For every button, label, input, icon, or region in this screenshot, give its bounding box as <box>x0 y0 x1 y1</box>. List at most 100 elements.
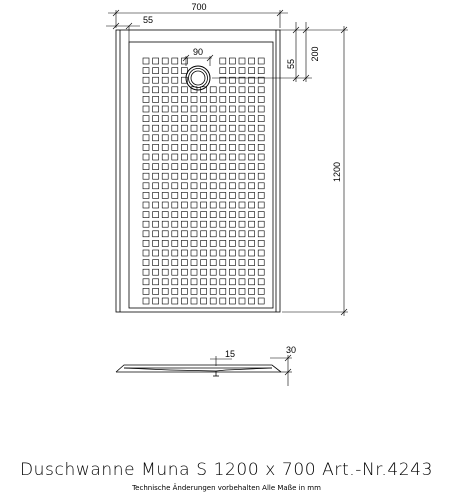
grid-square <box>190 211 198 218</box>
grid-square <box>238 182 246 190</box>
anti-slip-square-grid <box>142 57 265 305</box>
grid-square <box>200 144 207 151</box>
grid-square <box>152 268 159 276</box>
grid-square <box>161 163 169 170</box>
grid-square <box>171 259 179 266</box>
dimension-length-1200 <box>282 26 348 316</box>
grid-square <box>257 230 265 238</box>
grid-square <box>238 230 246 238</box>
dimension-label-90: 90 <box>193 47 203 57</box>
grid-square <box>190 249 198 257</box>
grid-square <box>142 288 150 295</box>
grid-square <box>161 182 169 190</box>
grid-square <box>229 259 236 266</box>
grid-square <box>161 96 169 103</box>
grid-square <box>248 278 255 286</box>
grid-square <box>219 57 227 65</box>
grid-square <box>229 211 236 218</box>
grid-square <box>190 172 198 180</box>
grid-square <box>229 288 236 295</box>
grid-square <box>248 163 255 170</box>
grid-square <box>229 192 236 199</box>
grid-square <box>190 201 198 209</box>
tray-outer-outline <box>115 29 281 313</box>
grid-square <box>257 172 265 180</box>
grid-square <box>238 153 246 161</box>
grid-square <box>257 144 265 151</box>
grid-square <box>248 297 255 305</box>
grid-square <box>152 163 159 170</box>
grid-square <box>219 144 227 151</box>
grid-square <box>142 259 150 266</box>
grid-square <box>181 278 188 286</box>
grid-square <box>161 57 169 65</box>
grid-square <box>181 96 188 103</box>
grid-square <box>171 288 179 295</box>
grid-square <box>248 192 255 199</box>
grid-square <box>142 153 150 161</box>
grid-square <box>219 96 227 103</box>
grid-square <box>219 211 227 218</box>
grid-square <box>257 153 265 161</box>
grid-square <box>161 144 169 151</box>
grid-square <box>219 268 227 276</box>
grid-square <box>219 182 227 190</box>
drawing-subtitle: Technische Änderungen vorbehalten Alle M… <box>132 484 321 492</box>
grid-square <box>181 288 188 295</box>
grid-square <box>142 172 150 180</box>
grid-square <box>181 134 188 142</box>
grid-square <box>209 115 217 122</box>
grid-square <box>229 268 236 276</box>
grid-square <box>219 67 227 74</box>
grid-square <box>152 144 159 151</box>
grid-square <box>200 134 207 142</box>
grid-square <box>190 96 198 103</box>
grid-square <box>248 115 255 122</box>
grid-square <box>190 134 198 142</box>
grid-square <box>200 259 207 266</box>
grid-square <box>229 96 236 103</box>
grid-square <box>209 268 217 276</box>
grid-square <box>248 57 255 65</box>
grid-square <box>181 163 188 170</box>
grid-square <box>248 268 255 276</box>
grid-square <box>238 115 246 122</box>
grid-square <box>219 86 227 94</box>
grid-square <box>142 105 150 113</box>
grid-square <box>181 153 188 161</box>
grid-square <box>152 76 159 84</box>
grid-square <box>229 153 236 161</box>
grid-square <box>209 259 217 266</box>
grid-square <box>248 134 255 142</box>
grid-square <box>190 182 198 190</box>
grid-square <box>190 240 198 247</box>
grid-square <box>171 115 179 122</box>
grid-square <box>248 288 255 295</box>
grid-square <box>152 278 159 286</box>
grid-square <box>238 297 246 305</box>
grid-square <box>209 201 217 209</box>
grid-square <box>161 105 169 113</box>
grid-square <box>152 259 159 266</box>
grid-square <box>238 105 246 113</box>
grid-square <box>219 230 227 238</box>
grid-square <box>200 192 207 199</box>
grid-square <box>181 86 188 94</box>
dimension-label-15: 15 <box>225 349 235 359</box>
grid-square <box>209 105 217 113</box>
grid-square <box>238 134 246 142</box>
grid-square <box>181 220 188 228</box>
dimension-offset-55 <box>106 22 140 42</box>
grid-square <box>142 96 150 103</box>
grid-square <box>152 182 159 190</box>
grid-square <box>219 124 227 132</box>
grid-square <box>200 249 207 257</box>
grid-square <box>142 76 150 84</box>
grid-square <box>248 201 255 209</box>
grid-square <box>171 153 179 161</box>
grid-square <box>257 76 265 84</box>
grid-square <box>161 115 169 122</box>
grid-square <box>190 163 198 170</box>
grid-square <box>142 192 150 199</box>
grid-square <box>238 124 246 132</box>
